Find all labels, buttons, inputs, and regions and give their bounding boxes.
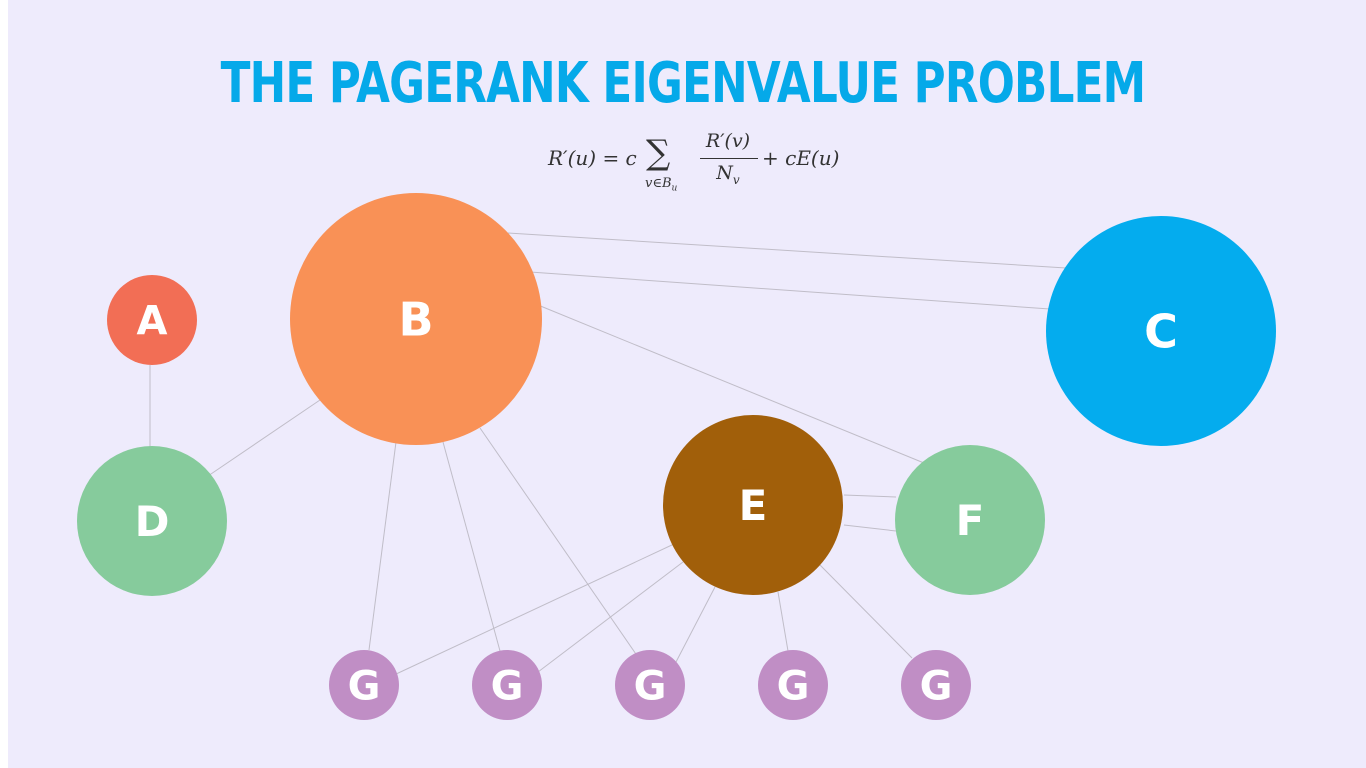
- edge-b-g2: [442, 441, 501, 652]
- node-c: C: [1046, 216, 1276, 446]
- node-b: B: [290, 193, 542, 445]
- network-graph: A B C D E F G G G G G: [77, 193, 1276, 720]
- node-f: F: [895, 445, 1045, 595]
- formula-denominator-text: N: [716, 162, 733, 184]
- node-g4-circle: [758, 650, 828, 720]
- pagerank-formula: R′(u) = c ∑ v∈Bu R′(v) Nv + cE(u): [546, 128, 866, 200]
- slide: THE PAGERANK EIGENVALUE PROBLEM R′(u) = …: [8, 0, 1366, 768]
- edge-e-f: [843, 494, 897, 498]
- node-g5-circle: [901, 650, 971, 720]
- node-d: D: [77, 446, 227, 596]
- node-g3-label: G: [634, 663, 667, 709]
- edge-b-g3: [479, 427, 639, 658]
- formula-fraction-bar: [700, 158, 758, 159]
- node-a: A: [107, 275, 197, 365]
- edge-b-d: [207, 399, 321, 477]
- edge-b-c: [529, 271, 1065, 311]
- edge-e-g3: [675, 586, 716, 663]
- formula-subscript-text: v∈B: [645, 176, 672, 191]
- formula-lhs: R′(u) = c: [548, 146, 637, 170]
- node-d-circle: [77, 446, 227, 596]
- formula-denominator-index: v: [732, 172, 740, 187]
- edge-b-g1: [368, 441, 397, 651]
- edge-e-g4: [777, 591, 789, 652]
- node-c-label: C: [1144, 305, 1178, 359]
- formula-numerator: R′(v): [705, 130, 751, 152]
- formula-tail: + cE(u): [762, 146, 840, 170]
- slide-title: THE PAGERANK EIGENVALUE PROBLEM: [220, 51, 1147, 116]
- edges: [149, 232, 1067, 676]
- node-g2-label: G: [491, 663, 524, 709]
- node-b-circle: [290, 193, 542, 445]
- node-g5-label: G: [920, 663, 953, 709]
- formula-denominator: Nv: [698, 162, 758, 187]
- edge-e-g2: [537, 561, 684, 673]
- node-g3: G: [615, 650, 685, 720]
- node-g4: G: [758, 650, 828, 720]
- node-g2: G: [472, 650, 542, 720]
- node-g2-circle: [472, 650, 542, 720]
- node-e-circle: [663, 415, 843, 595]
- node-f-circle: [895, 445, 1045, 595]
- node-g1: G: [329, 650, 399, 720]
- formula-subscript-index: u: [671, 183, 678, 194]
- node-e-label: E: [739, 481, 768, 530]
- node-b-label: B: [398, 293, 433, 347]
- edge-e-f: [843, 524, 897, 532]
- formula-sigma: ∑: [646, 133, 671, 173]
- node-g4-label: G: [777, 663, 810, 709]
- edge-b-f: [537, 304, 925, 464]
- node-g3-circle: [615, 650, 685, 720]
- edge-e-g5: [819, 564, 913, 659]
- node-g1-circle: [329, 650, 399, 720]
- node-c-circle: [1046, 216, 1276, 446]
- node-d-label: D: [135, 497, 170, 546]
- edge-b-c: [507, 232, 1067, 269]
- node-f-label: F: [956, 496, 985, 545]
- node-e: E: [663, 415, 843, 595]
- node-a-circle: [107, 275, 197, 365]
- node-a-label: A: [137, 298, 168, 344]
- nodes: A B C D E F G G G G G: [77, 193, 1276, 720]
- node-g5: G: [901, 650, 971, 720]
- edge-e-g1: [393, 543, 675, 676]
- node-g1-label: G: [348, 663, 381, 709]
- formula-sum-subscript: v∈Bu: [645, 176, 677, 194]
